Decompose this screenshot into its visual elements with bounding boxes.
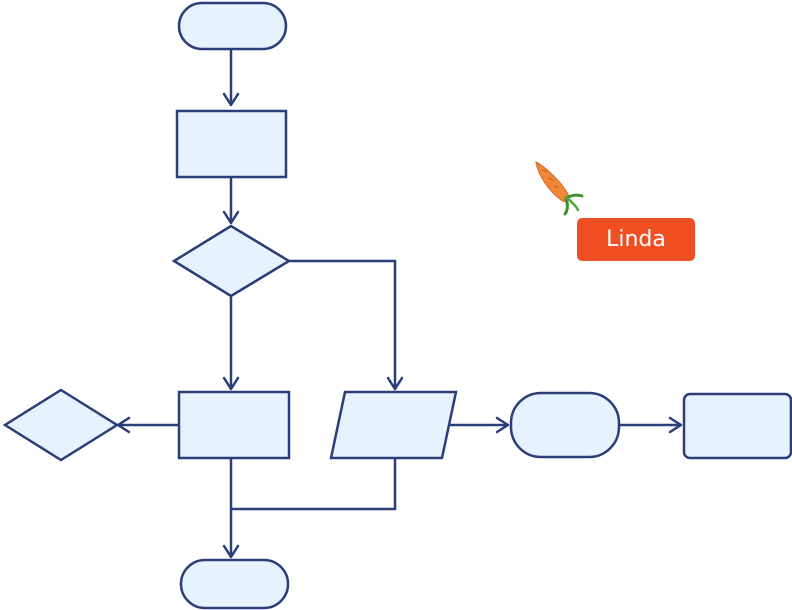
end-terminator[interactable] xyxy=(179,558,290,610)
edge-decision-1-to-io-1[interactable] xyxy=(289,259,397,389)
process-box-1[interactable] xyxy=(175,109,288,179)
process-box-2[interactable] xyxy=(177,390,291,460)
arrowhead xyxy=(222,92,240,107)
edges xyxy=(116,50,683,559)
carrot-icon xyxy=(535,161,584,216)
arrowhead xyxy=(495,416,510,434)
process-box-3[interactable] xyxy=(682,392,792,460)
start-terminator[interactable] xyxy=(177,1,288,51)
arrowhead xyxy=(222,544,240,559)
arrowhead xyxy=(386,376,404,391)
collaborator-name-badge: Linda xyxy=(577,218,695,261)
edge-io-1-to-end[interactable] xyxy=(231,459,397,511)
arrowhead xyxy=(222,376,240,391)
decision-diamond-2[interactable] xyxy=(2,388,120,462)
terminator-2[interactable] xyxy=(509,391,621,459)
arrowhead xyxy=(668,416,683,434)
arrowhead xyxy=(222,210,240,225)
decision-diamond-1[interactable] xyxy=(171,224,292,298)
data-parallelogram[interactable] xyxy=(329,390,458,460)
